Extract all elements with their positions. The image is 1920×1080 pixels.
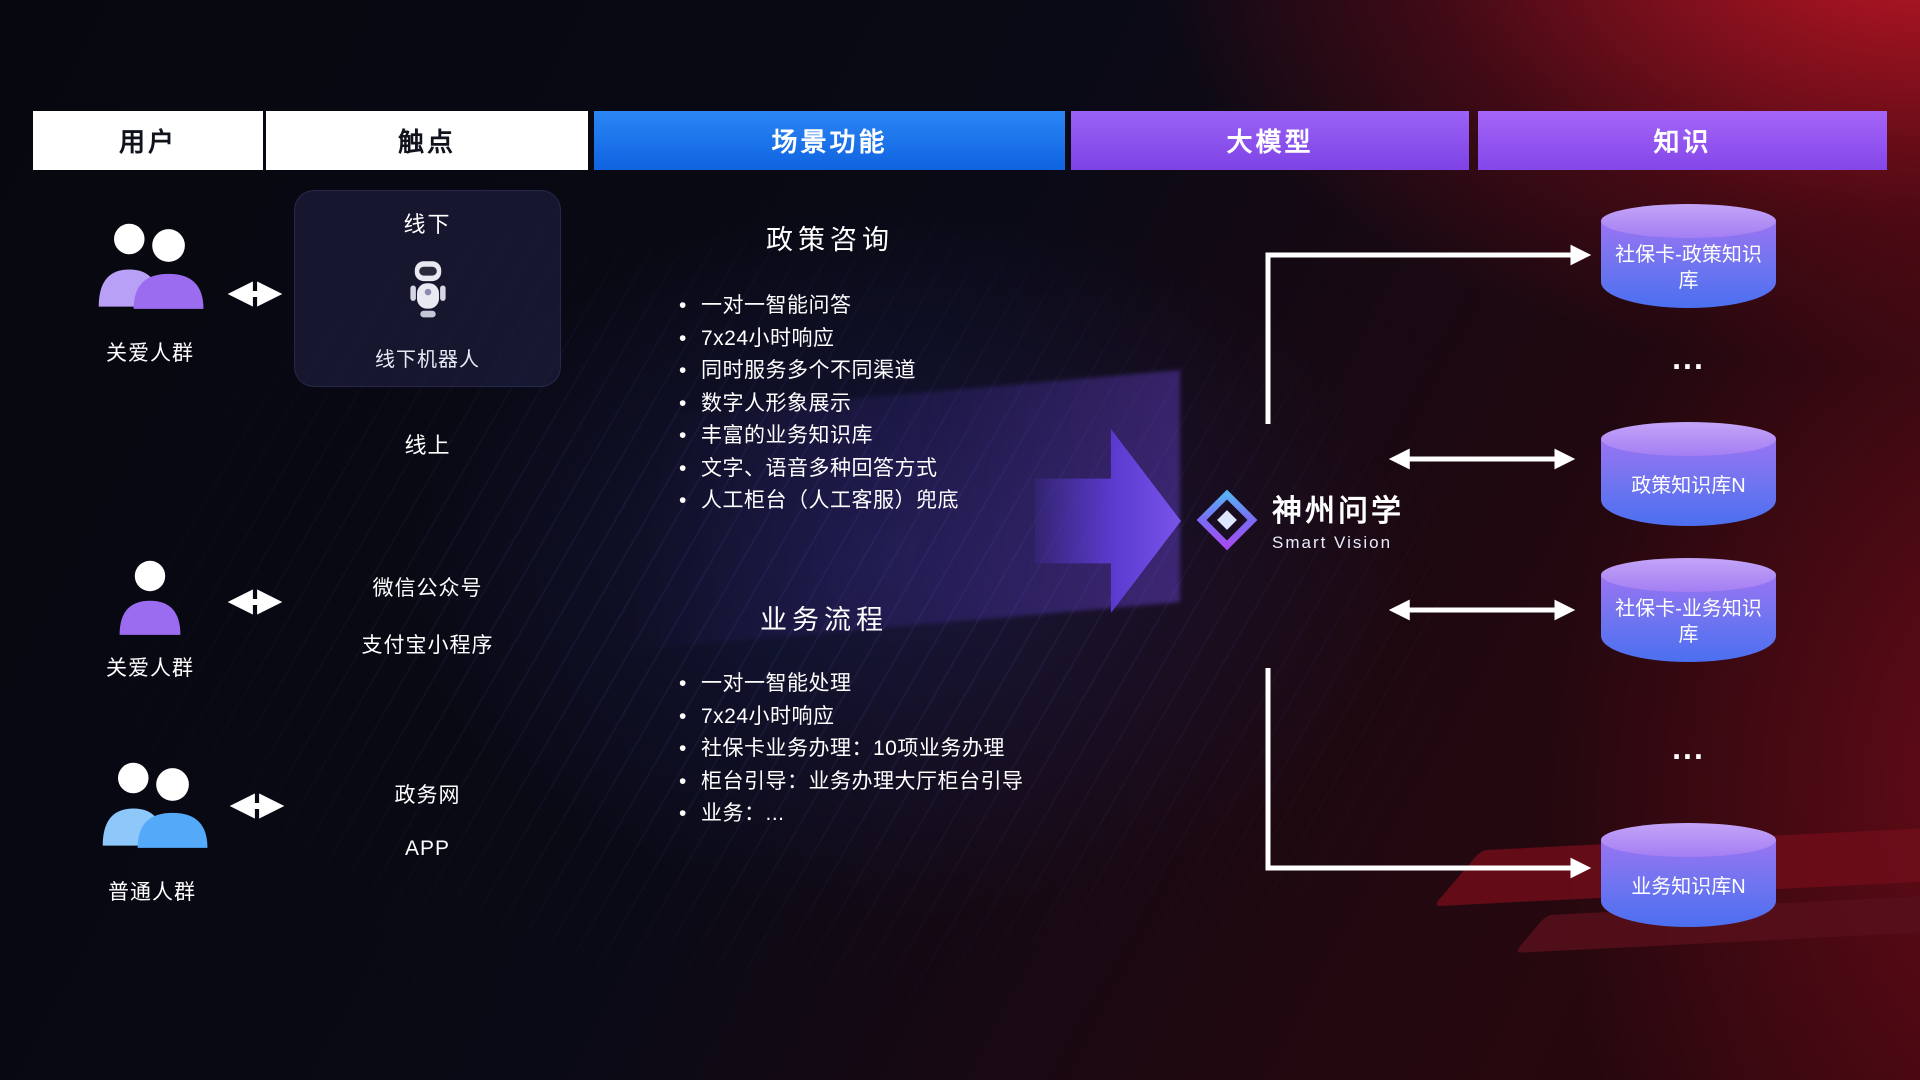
header-knowledge: 知识 [1478,111,1887,170]
cylinder-top [1601,558,1776,592]
ordinary-group-people-icon [102,762,208,848]
care-group-people-icon [98,223,204,309]
robot-icon [409,261,446,318]
brand-name: 神州问学 [1272,495,1404,528]
brand-logo-group: 神州问学 Smart Vision [1196,486,1404,553]
alipay-miniprogram-label: 支付宝小程序 [361,634,494,657]
header-touchpoints: 触点 [266,111,588,170]
knowledge-db-label: 社保卡-政策知识库 [1615,244,1762,292]
ellipsis-more-dbs: ... [1672,340,1705,376]
app-label: APP [404,837,451,860]
feature-item: 一对一智能问答 [677,290,959,323]
wechat-official-account-label: 微信公众号 [372,577,483,600]
user-group-label: 关爱人群 [106,657,194,680]
ellipsis-more-dbs: ... [1672,730,1705,766]
feature-item: 7x24小时响应 [677,701,1024,734]
cylinder-top [1601,204,1776,238]
header-scene-functions: 场景功能 [594,111,1065,170]
feature-item: 人工柜台（人工客服）兜底 [677,485,959,518]
feature-item: 一对一智能处理 [677,668,1024,701]
knowledge-db-socialcard-business: 社保卡-业务知识库 [1601,558,1776,662]
brand-subtitle: Smart Vision [1272,533,1393,552]
feature-item: 同时服务多个不同渠道 [677,355,959,388]
policy-consult-title: 政策咨询 [766,225,894,255]
feature-item: 柜台引导：业务办理大厅柜台引导 [677,766,1024,799]
feature-item: 社保卡业务办理：10项业务办理 [677,733,1024,766]
brand-text: 神州问学 Smart Vision [1272,486,1404,553]
header-users: 用户 [33,111,263,170]
offline-robot-card: 线下 线下机器人 [294,190,561,387]
cylinder-top [1601,823,1776,857]
user-group-label: 普通人群 [108,881,196,904]
knowledge-db-label: 业务知识库N [1631,876,1746,898]
cylinder-top [1601,422,1776,456]
knowledge-db-label: 政策知识库N [1631,475,1746,497]
knowledge-db-socialcard-policy: 社保卡-政策知识库 [1601,204,1776,308]
brand-gem-icon [1196,489,1258,550]
gov-web-label: 政务网 [394,784,461,807]
feature-item: 数字人形象展示 [677,388,959,421]
policy-feature-list: 一对一智能问答 7x24小时响应 同时服务多个不同渠道 数字人形象展示 丰富的业… [677,290,959,518]
feature-item: 丰富的业务知识库 [677,420,959,453]
knowledge-db-business-n: 业务知识库N [1601,823,1776,927]
knowledge-db-label: 社保卡-业务知识库 [1615,598,1762,646]
offline-label: 线下 [403,212,452,237]
knowledge-db-policy-n: 政策知识库N [1601,422,1776,526]
online-label: 线上 [404,433,451,458]
feature-item: 7x24小时响应 [677,323,959,356]
care-person-icon [119,560,181,635]
user-group-label: 关爱人群 [106,342,194,365]
offline-robot-caption: 线下机器人 [375,349,480,371]
business-feature-list: 一对一智能处理 7x24小时响应 社保卡业务办理：10项业务办理 柜台引导：业务… [677,668,1024,831]
feature-item: 业务：... [677,798,1024,831]
business-process-title: 业务流程 [760,605,888,635]
feature-item: 文字、语音多种回答方式 [677,453,959,486]
header-large-model: 大模型 [1071,111,1469,170]
